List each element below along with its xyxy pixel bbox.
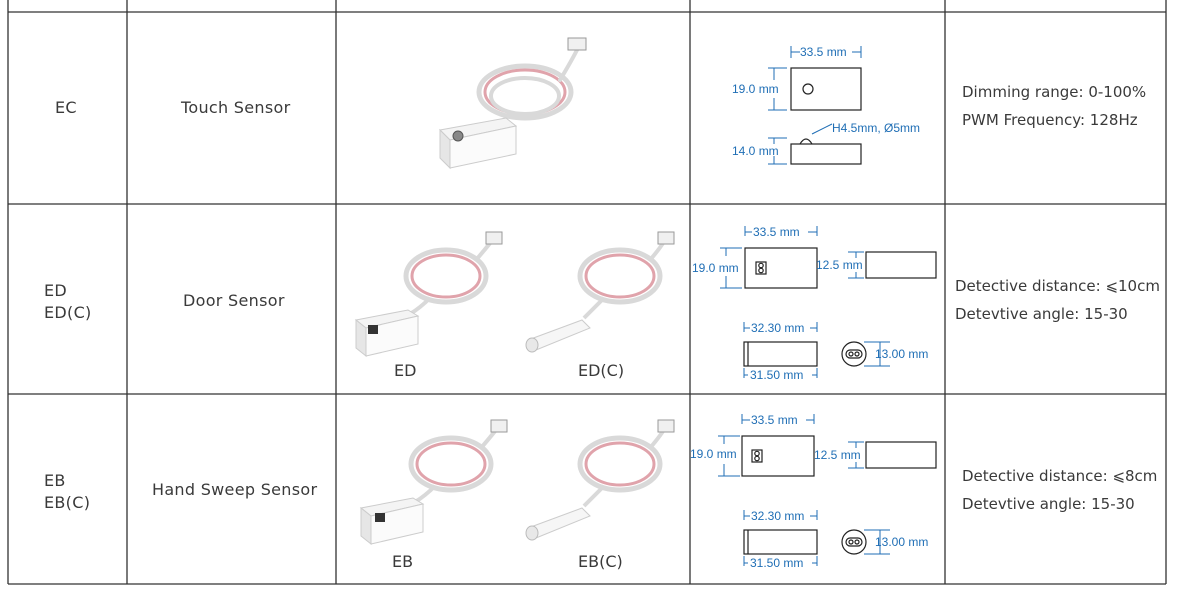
row3-sensor-name: Hand Sweep Sensor [152, 480, 318, 499]
row3-dimension-drawing: 33.5 mm 19.0 mm 12.5 mm 32.30 mm 31.50 m… [690, 413, 937, 570]
row1-dimension-drawing: 33.5 mm 19.0 mm 14.0 mm H4.5mm, Ø5mm [732, 45, 920, 165]
row2-product-image-cylinder [525, 231, 675, 353]
row2-cyl-outer-label: 32.30 mm [751, 321, 804, 335]
row3-thickness-label: 12.5 mm [814, 448, 861, 462]
row3-image-label-2: EB(C) [578, 552, 623, 571]
row2-product-image-box [354, 231, 503, 358]
row3-image-label-1: EB [392, 552, 414, 571]
row1-specs: Dimming range: 0-100% PWM Frequency: 128… [962, 78, 1146, 134]
row3-cyl-outer-label: 32.30 mm [751, 509, 804, 523]
row1-model-code: EC [55, 98, 77, 117]
row3-specs: Detective distance: ⩽8cm Detevtive angle… [962, 462, 1157, 518]
row2-spec-2: Detevtive angle: 15-30 [955, 305, 1128, 323]
row3-cyl-diameter-label: 13.00 mm [875, 535, 928, 549]
row3-model-code-1: EB [44, 471, 66, 490]
row3-cyl-inner-label: 31.50 mm [750, 556, 803, 570]
row3-spec-2: Detevtive angle: 15-30 [962, 495, 1135, 513]
row1-spec-2: PWM Frequency: 128Hz [962, 111, 1138, 129]
row1-model: EC [55, 98, 77, 117]
row1-product-image [438, 37, 587, 170]
row2-height-label: 19.0 mm [692, 261, 739, 275]
row3-model-code-2: EB(C) [44, 493, 91, 512]
row2-image-label-2: ED(C) [578, 361, 625, 380]
row2-cyl-inner-label: 31.50 mm [750, 368, 803, 382]
row2-cyl-diameter-label: 13.00 mm [875, 347, 928, 361]
row1-height-label: 19.0 mm [732, 82, 779, 96]
row3-product-image-box [359, 419, 508, 546]
row2-thickness-label: 12.5 mm [816, 258, 863, 272]
row3-product-image-cylinder [525, 419, 675, 541]
row2-image-label-1: ED [394, 361, 417, 380]
row2-model: ED ED(C) [44, 280, 92, 324]
row2-sensor-name: Door Sensor [183, 291, 285, 310]
row1-sensor-name: Touch Sensor [181, 98, 291, 117]
row1-button-label: H4.5mm, Ø5mm [832, 121, 920, 135]
row2-model-code-1: ED [44, 281, 68, 300]
row3-width-label: 33.5 mm [751, 413, 798, 427]
row2-model-code-2: ED(C) [44, 303, 92, 322]
row2-spec-1: Detective distance: ⩽10cm [955, 277, 1160, 295]
row2-specs: Detective distance: ⩽10cm Detevtive angl… [955, 272, 1160, 328]
row3-spec-1: Detective distance: ⩽8cm [962, 467, 1158, 485]
row2-dimension-drawing: 33.5 mm 19.0 mm 12.5 mm 32.30 mm 31.50 m… [692, 225, 937, 382]
row1-depth-label: 14.0 mm [732, 144, 779, 158]
row1-spec-1: Dimming range: 0-100% [962, 83, 1147, 101]
row3-model: EB EB(C) [44, 470, 90, 514]
row3-height-label: 19.0 mm [690, 447, 737, 461]
row2-width-label: 33.5 mm [753, 225, 800, 239]
row1-width-label: 33.5 mm [800, 45, 847, 59]
